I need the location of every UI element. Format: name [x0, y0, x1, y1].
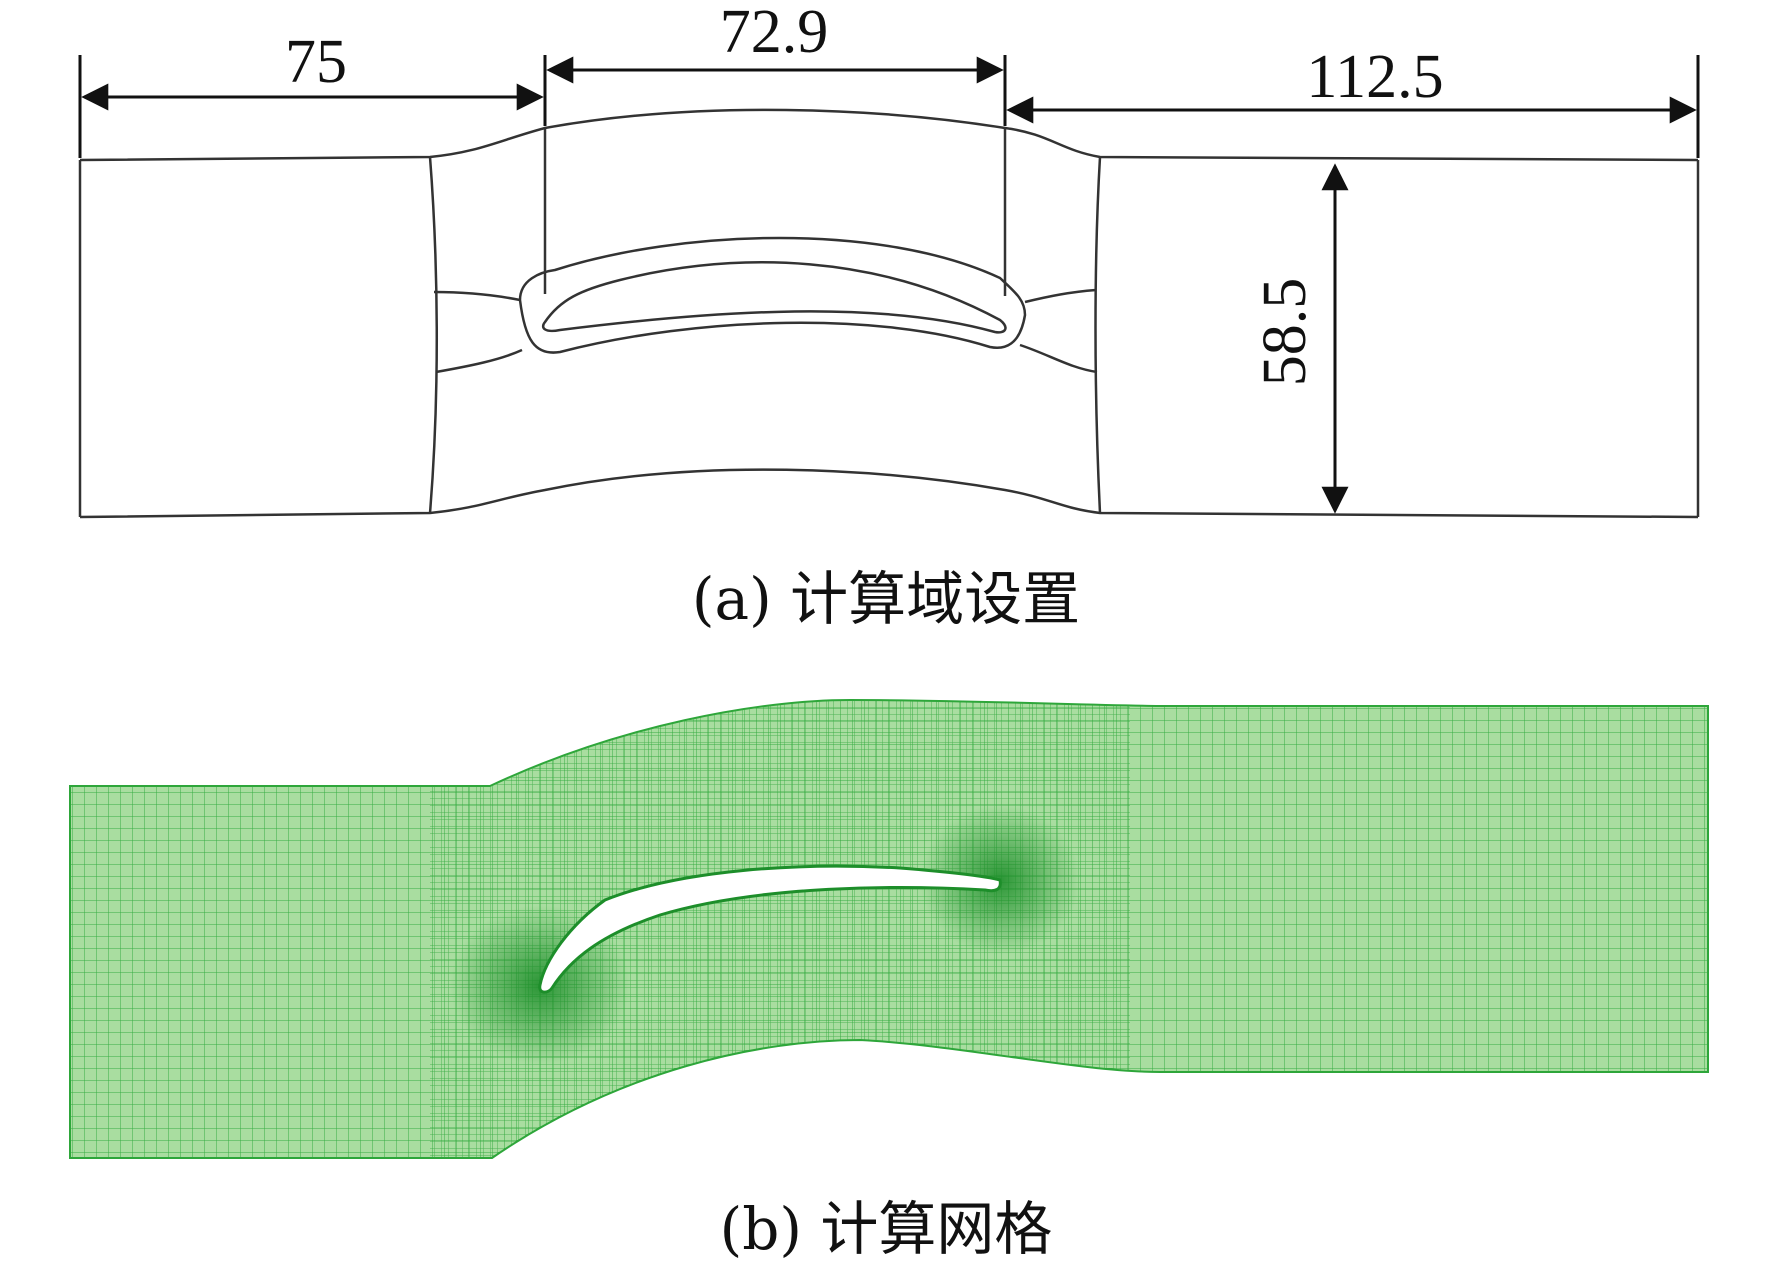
- dimension-lines: [78, 55, 1700, 514]
- downstream-wake-line-top: [1024, 288, 1097, 304]
- dim-outlet-length-label: 112.5: [1306, 43, 1443, 111]
- mesh-view: [69, 698, 1709, 1159]
- blade-ogrid: [518, 236, 1027, 354]
- downstream-wake-line-bottom: [1019, 343, 1098, 374]
- mesh-blade-cutout: [538, 864, 1002, 994]
- blade-profile: [541, 261, 1007, 334]
- domain-diagram: [78, 108, 1700, 519]
- outlet-interface-line: [1094, 156, 1102, 514]
- upstream-wake-line-top: [433, 290, 521, 302]
- caption-b: (b) 计算网格: [719, 1195, 1053, 1263]
- mesh-outline: [69, 698, 1709, 1159]
- dim-pitch-label: 58.5: [1251, 278, 1319, 387]
- caption-a: (a) 计算域设置: [691, 565, 1081, 633]
- domain-top-boundary: [79, 108, 1699, 162]
- domain-bottom-boundary: [79, 468, 1699, 519]
- inlet-interface-line: [428, 156, 439, 514]
- upstream-wake-line-bottom: [435, 348, 523, 374]
- dim-inlet-length-label: 75: [285, 28, 347, 96]
- dim-blade-chord-label: 72.9: [720, 0, 829, 66]
